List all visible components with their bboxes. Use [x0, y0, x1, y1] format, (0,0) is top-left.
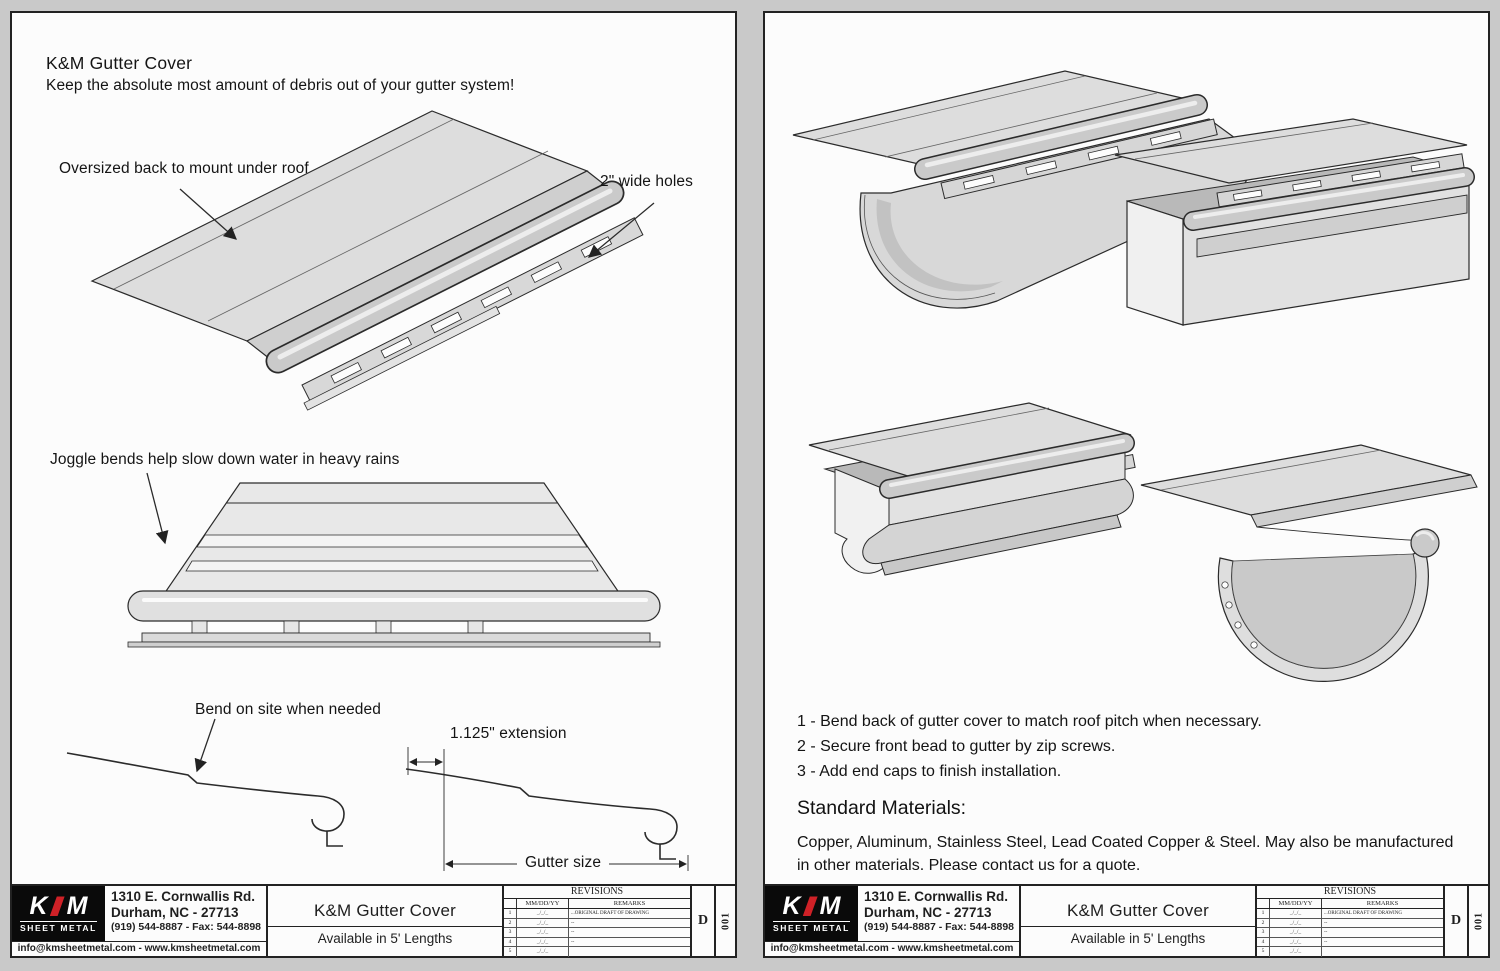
- instruction-1: 1 - Bend back of gutter cover to match r…: [797, 713, 1262, 730]
- profile-drawings: [66, 718, 689, 871]
- revision-row: 5_/_/_: [1257, 947, 1443, 957]
- instruction-3: 3 - Add end caps to finish installation.: [797, 763, 1062, 780]
- revision-row: 4_/_/_--: [504, 937, 690, 948]
- address-line-1: 1310 E. Cornwallis Rd.: [110, 889, 256, 904]
- revision-row: 4_/_/_--: [1257, 937, 1443, 948]
- revisions-heading: REVISIONS: [504, 886, 690, 899]
- front-bead: [127, 590, 661, 622]
- arrow-bend-on-site: [194, 718, 216, 773]
- logo-subtitle: SHEET METAL: [20, 920, 97, 933]
- drawing-subtitle: Available in 5' Lengths: [317, 930, 453, 946]
- drain-hole: [1234, 621, 1242, 629]
- label-joggle-bends: Joggle bends help slow down water in hea…: [50, 451, 400, 468]
- revision-row: 2_/_/_--: [1257, 918, 1443, 929]
- page-subtitle: Keep the absolute most amount of debris …: [46, 77, 515, 94]
- revisions-header-row: MM/DD/YY REMARKS: [504, 899, 690, 909]
- page-title: K&M Gutter Cover: [46, 53, 193, 73]
- left-page-drawings: [66, 110, 689, 871]
- arrow-oversized-back: [179, 188, 237, 240]
- logo-subtitle: SHEET METAL: [773, 920, 850, 933]
- revision-row: 2_/_/_--: [504, 918, 690, 929]
- drawing-subtitle: Available in 5' Lengths: [1070, 930, 1206, 946]
- arrow-wide-holes: [588, 202, 655, 258]
- half-round-end-view-drawing: [1140, 444, 1478, 682]
- hole-strip-edge: [141, 632, 651, 643]
- drawing-title: K&M Gutter Cover: [313, 900, 457, 920]
- revisions-header-row: MM/DD/YY REMARKS: [1257, 899, 1443, 909]
- label-wide-holes: 2" wide holes: [600, 173, 693, 190]
- right-page-content: 1 - Bend back of gutter cover to match r…: [765, 13, 1488, 884]
- label-bend-on-site: Bend on site when needed: [195, 701, 381, 718]
- revisions-table: REVISIONS MM/DD/YY REMARKS 1_/_/_...ORIG…: [1257, 886, 1445, 957]
- title-block: K M SHEET METAL 1310 E. Cornwallis Rd. D…: [765, 884, 1488, 957]
- address-line-1: 1310 E. Cornwallis Rd.: [863, 889, 1009, 904]
- drain-hole: [1221, 581, 1229, 589]
- contact-line: info@kmsheetmetal.com - www.kmsheetmetal…: [765, 940, 1019, 957]
- sheet-size: D: [692, 886, 716, 957]
- logo-letter-k: K: [29, 891, 48, 920]
- hole-strip: [940, 118, 1218, 200]
- front-lower-lip: [880, 514, 1122, 576]
- phone-fax: (919) 544-8887 - Fax: 544-8898: [110, 921, 261, 933]
- sheet-number: 001: [1473, 912, 1484, 931]
- instruction-2: 2 - Secure front bead to gutter by zip s…: [797, 738, 1116, 755]
- materials-heading: Standard Materials:: [797, 797, 967, 819]
- arrow-joggle: [146, 472, 169, 545]
- revision-row: 5_/_/_: [504, 947, 690, 957]
- joggle-band-2: [185, 560, 599, 572]
- isometric-cover-drawing: [90, 110, 655, 411]
- km-logo: K M SHEET METAL: [12, 886, 105, 941]
- apron-strip: [1196, 194, 1468, 258]
- left-page-content: K&M Gutter Cover Keep the absolute most …: [12, 13, 735, 884]
- hole-strip: [301, 217, 644, 403]
- box-left-face: [1126, 200, 1184, 326]
- hole-strip: [1216, 153, 1465, 208]
- phone-fax: (919) 544-8887 - Fax: 544-8898: [863, 921, 1014, 933]
- sheet-size: D: [1445, 886, 1469, 957]
- drip-edge-strip: [303, 305, 501, 411]
- label-oversized-back: Oversized back to mount under roof: [59, 160, 309, 177]
- front-view-drawing: [127, 472, 661, 648]
- box-gutter-drawing: [1114, 118, 1475, 326]
- revision-row: 3_/_/_--: [504, 928, 690, 938]
- label-gutter-size: Gutter size: [517, 854, 610, 872]
- revision-row: 1_/_/_...ORIGINAL DRAFT OF DRAWING: [504, 909, 690, 919]
- sheet-number: 001: [720, 912, 731, 931]
- cover-front-slope: [1250, 474, 1478, 528]
- drain-hole: [1250, 641, 1258, 649]
- cover-back-panel: [1114, 118, 1468, 184]
- title-divider: [1021, 925, 1255, 927]
- title-block: K M SHEET METAL 1310 E. Cornwallis Rd. D…: [12, 884, 735, 957]
- revision-row: 1_/_/_...ORIGINAL DRAFT OF DRAWING: [1257, 909, 1443, 919]
- logo-letter-k: K: [782, 891, 801, 920]
- km-logo: K M SHEET METAL: [765, 886, 858, 941]
- label-extension: 1.125" extension: [450, 725, 567, 742]
- logo-letter-m: M: [66, 891, 88, 920]
- revision-row: 3_/_/_--: [1257, 928, 1443, 938]
- page-left: K&M Gutter Cover Keep the absolute most …: [10, 11, 737, 958]
- revisions-heading: REVISIONS: [1257, 886, 1443, 899]
- address-line-2: Durham, NC - 27713: [110, 905, 239, 920]
- page-right: 1 - Bend back of gutter cover to match r…: [763, 11, 1490, 958]
- revisions-table: REVISIONS MM/DD/YY REMARKS 1_/_/_...ORIG…: [504, 886, 692, 957]
- drawing-title: K&M Gutter Cover: [1066, 900, 1210, 920]
- joggle-band-1: [196, 534, 588, 548]
- gutter-inner-surface: [1231, 553, 1417, 669]
- right-page-drawings: [792, 70, 1478, 682]
- drain-hole: [1225, 601, 1233, 609]
- km-logo-mark-icon: [49, 896, 65, 917]
- half-round-gutter-drawing: [792, 70, 1252, 309]
- contact-line: info@kmsheetmetal.com - www.kmsheetmetal…: [12, 940, 266, 957]
- materials-body: Copper, Aluminum, Stainless Steel, Lead …: [797, 834, 1454, 874]
- title-divider: [268, 925, 502, 927]
- kstyle-gutter-drawing: [808, 402, 1136, 576]
- address-line-2: Durham, NC - 27713: [863, 905, 992, 920]
- logo-letter-m: M: [819, 891, 841, 920]
- km-logo-mark-icon: [802, 896, 818, 917]
